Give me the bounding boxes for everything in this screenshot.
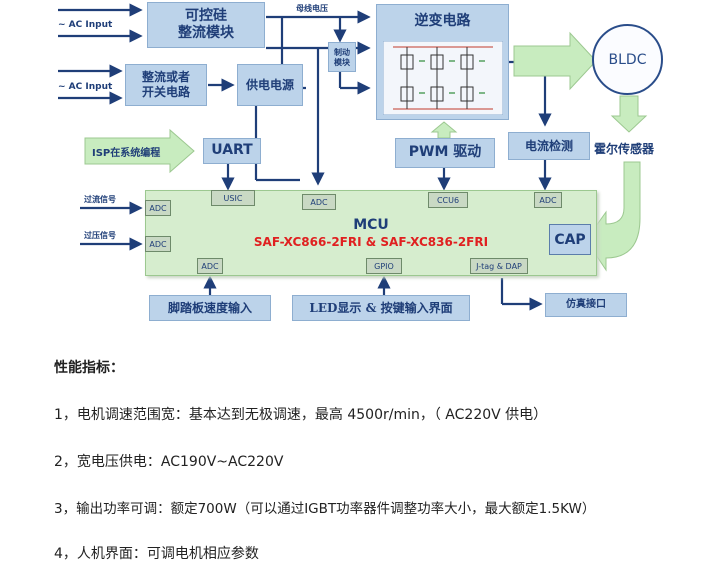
hall-sensor-label: 霍尔传感器 <box>594 142 655 156</box>
pin-adc-top-1: ADC <box>302 194 336 210</box>
isp-label: ISP在系统编程 <box>92 148 161 159</box>
power-supply-block: 供电电源 <box>237 64 303 106</box>
scr-rectifier-block: 可控硅 整流模块 <box>147 2 265 48</box>
brake-module-block: 制动 模块 <box>328 42 356 72</box>
pin-usic: USIC <box>211 190 255 206</box>
cap-block: CAP <box>549 224 591 255</box>
pin-gpio: GPIO <box>366 258 402 274</box>
pin-adc-left-1: ADC <box>145 200 171 216</box>
ac-input-label-2: ~ AC Input <box>58 82 113 92</box>
bldc-motor: BLDC <box>592 24 663 95</box>
pin-jtag: J-tag & DAP <box>470 258 528 274</box>
over-current-label: 过流信号 <box>84 195 116 204</box>
spec-item-2: 2，宽电压供电：AC190V~AC220V <box>54 454 284 470</box>
bus-voltage-label: 母线电压 <box>296 4 328 13</box>
pin-adc-top-2: ADC <box>534 192 562 208</box>
current-detect-block: 电流检测 <box>508 132 590 160</box>
diagram-connections <box>58 3 648 311</box>
debug-port-block: 仿真接口 <box>545 293 627 317</box>
pin-adc-left-2: ADC <box>145 236 171 252</box>
spec-item-1: 1，电机调速范围宽：基本达到无极调速，最高 4500r/min，（ AC220V… <box>54 407 548 423</box>
over-voltage-label: 过压信号 <box>84 231 116 240</box>
pin-adc-bottom: ADC <box>197 258 223 274</box>
specs-heading: 性能指标： <box>54 360 124 376</box>
igbt-bridge-icon <box>383 41 503 115</box>
spec-item-3: 3，输出功率可调：额定700W（可以通过IGBT功率器件调整功率大小，最大额定1… <box>54 501 596 517</box>
pin-ccu6: CCU6 <box>428 192 468 208</box>
inverter-title: 逆变电路 <box>414 13 471 29</box>
pedal-input-block: 脚踏板速度输入 <box>149 295 271 321</box>
mcu-subtitle: SAF-XC866-2FRI & SAF-XC836-2FRI <box>253 235 489 249</box>
led-display-block: LED显示 & 按键输入界面 <box>292 295 470 321</box>
uart-block: UART <box>203 138 261 164</box>
spec-item-4: 4，人机界面：可调电机相应参数 <box>54 546 259 562</box>
ac-input-label-1: ~ AC Input <box>58 20 113 30</box>
inverter-block: 逆变电路 <box>376 4 509 120</box>
mcu-title: MCU <box>353 217 389 233</box>
pwm-driver-block: PWM 驱动 <box>395 138 495 168</box>
rectifier-switch-block: 整流或者 开关电路 <box>125 64 207 106</box>
